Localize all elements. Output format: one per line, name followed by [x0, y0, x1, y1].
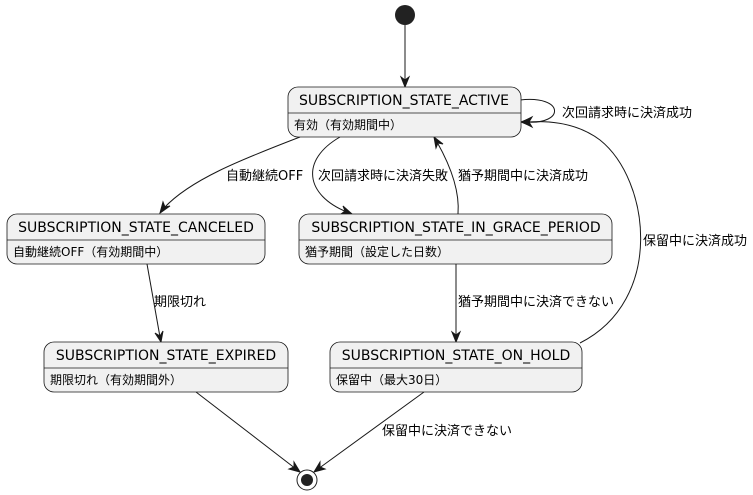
- state-canceled-box: [6, 213, 266, 265]
- edge-onhold-end: [317, 391, 425, 470]
- edge-onhold-active: [526, 121, 642, 344]
- state-grace-desc: 猶予期間（設定した日数）: [305, 244, 449, 259]
- edge-active-canceled: [163, 136, 301, 209]
- state-onhold-name: SUBSCRIPTION_STATE_ON_HOLD: [342, 348, 570, 364]
- final-state-ring: [296, 469, 318, 491]
- label-canceled-expired: 期限切れ: [154, 295, 206, 310]
- transitions: 次回請求時に決済成功 自動継続OFF 次回請求時に決済失敗 猶予期間中に決済成功…: [146, 25, 747, 473]
- state-grace-box: [298, 213, 613, 265]
- final-state: [296, 469, 318, 491]
- label-grace-onhold: 猶予期間中に決済できない: [458, 294, 614, 310]
- arrowhead-expired-end: [287, 460, 302, 473]
- state-expired-name: SUBSCRIPTION_STATE_EXPIRED: [56, 348, 276, 364]
- arrowhead-grace-onhold: [450, 330, 462, 344]
- arrowhead-grace-active: [433, 135, 444, 150]
- final-state-dot: [301, 474, 313, 486]
- state-canceled-desc: 自動継続OFF（有効期間中）: [13, 244, 168, 259]
- state-active-desc: 有効（有効期間中）: [294, 117, 402, 132]
- state-expired-desc: 期限切れ（有効期間外）: [50, 372, 182, 387]
- label-active-self: 次回請求時に決済成功: [562, 105, 692, 121]
- state-grace: SUBSCRIPTION_STATE_IN_GRACE_PERIOD 猶予期間（…: [298, 213, 613, 265]
- edge-active-self: [519, 98, 555, 123]
- state-grace-name: SUBSCRIPTION_STATE_IN_GRACE_PERIOD: [311, 220, 600, 236]
- edge-expired-end: [195, 391, 297, 470]
- state-expired: SUBSCRIPTION_STATE_EXPIRED 期限切れ（有効期間外）: [43, 341, 289, 393]
- initial-state: [395, 5, 415, 25]
- edge-active-grace: [312, 136, 348, 213]
- state-active-name: SUBSCRIPTION_STATE_ACTIVE: [299, 93, 509, 109]
- state-onhold-desc: 保留中（最大30日）: [336, 372, 447, 387]
- state-canceled-name: SUBSCRIPTION_STATE_CANCELED: [18, 220, 254, 236]
- arrowhead-onhold-active: [520, 115, 534, 129]
- arrowhead-canceled-expired: [154, 330, 164, 344]
- state-onhold: SUBSCRIPTION_STATE_ON_HOLD 保留中（最大30日）: [329, 341, 583, 393]
- arrowhead-start-active: [399, 75, 411, 89]
- label-onhold-active: 保留中に決済成功: [643, 233, 747, 249]
- state-active: SUBSCRIPTION_STATE_ACTIVE 有効（有効期間中）: [287, 86, 522, 138]
- label-active-canceled: 自動継続OFF: [226, 169, 303, 184]
- edge-grace-active: [436, 141, 459, 215]
- state-onhold-box: [329, 341, 583, 393]
- arrowhead-onhold-end: [312, 460, 327, 473]
- state-canceled: SUBSCRIPTION_STATE_CANCELED 自動継続OFF（有効期間…: [6, 213, 266, 265]
- label-active-grace: 次回請求時に決済失敗: [318, 168, 448, 184]
- edge-canceled-expired: [146, 263, 161, 338]
- state-expired-box: [43, 341, 289, 393]
- label-onhold-end: 保留中に決済できない: [382, 423, 512, 439]
- arrowhead-active-canceled: [159, 200, 171, 215]
- state-active-box: [287, 86, 522, 138]
- label-grace-active: 猶予期間中に決済成功: [458, 168, 588, 184]
